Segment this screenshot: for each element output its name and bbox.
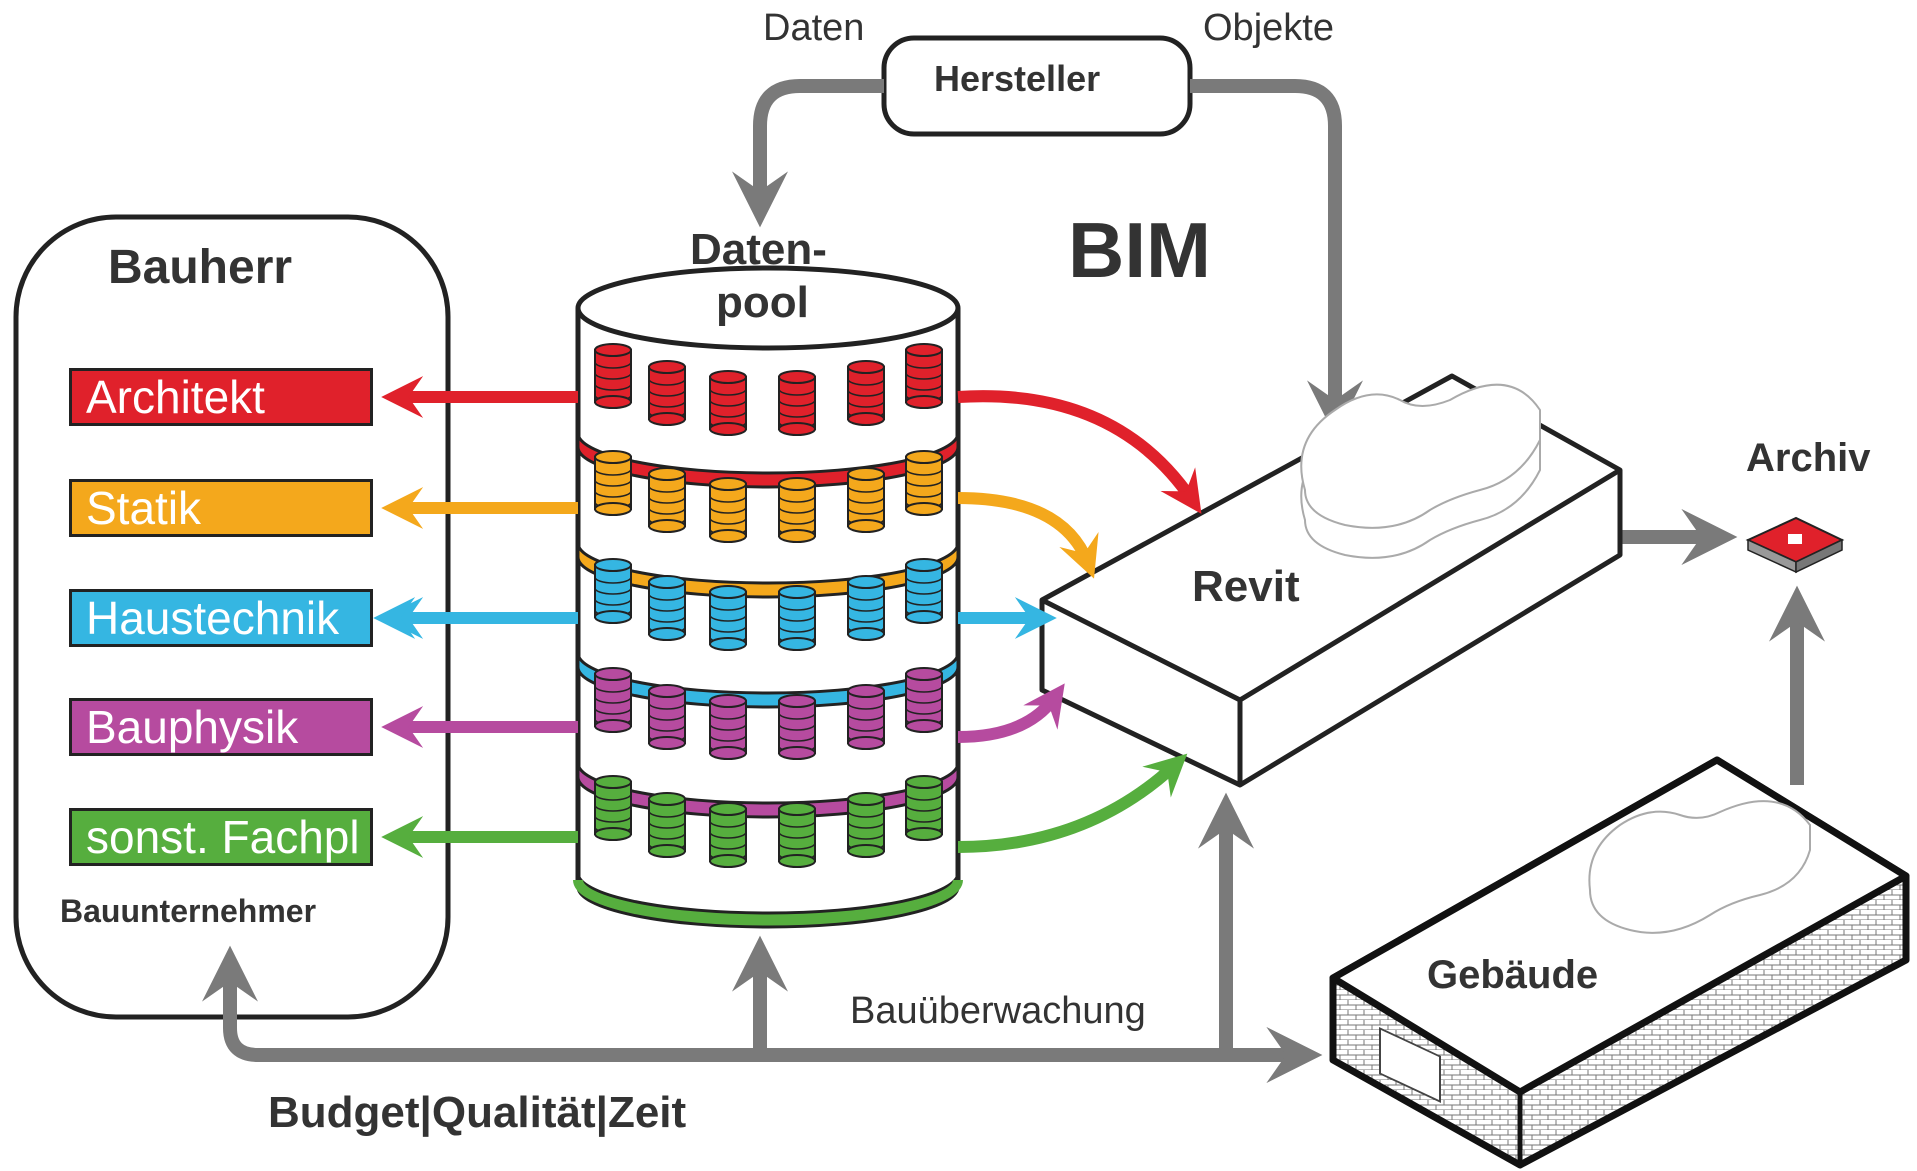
data-stack-icon — [778, 802, 816, 868]
data-stack-icon — [778, 585, 816, 651]
data-stack-icon — [648, 467, 686, 533]
discipline-label-bauphysik: Bauphysik — [69, 698, 373, 756]
daten-arrow — [732, 79, 884, 228]
data-stack-icon — [594, 667, 632, 733]
data-stack-icon — [594, 775, 632, 841]
revit-flow-arrow — [957, 390, 1202, 514]
daten-flow-label: Daten — [763, 7, 865, 49]
bottom-flow-arrow — [223, 990, 1323, 1083]
data-stack-icon — [709, 585, 747, 651]
discipline-label-haustechnik: Haustechnik — [69, 589, 373, 647]
objekte-arrow — [1190, 79, 1363, 437]
datenpool-top — [575, 265, 961, 351]
datenpool-label-line2: pool — [716, 278, 809, 327]
datenpool-label-line1: Daten- — [690, 225, 827, 274]
budget-qualitaet-zeit-label: Budget|Qualität|Zeit — [268, 1088, 687, 1137]
data-stack-icon — [847, 467, 885, 533]
revit-flow-arrow — [957, 683, 1065, 743]
data-stack-icon — [648, 575, 686, 641]
objekte-flow-label: Objekte — [1203, 7, 1334, 49]
data-stack-icon — [594, 450, 632, 516]
data-stack-icon — [709, 802, 747, 868]
data-stack-icon — [648, 684, 686, 750]
gebaeude-label: Gebäude — [1427, 953, 1599, 997]
datenpool-cylinder — [573, 265, 963, 929]
data-stack-icon — [778, 370, 816, 436]
datenpool-bottom-band — [573, 879, 963, 925]
data-stack-icon — [594, 558, 632, 624]
data-stack-icon — [847, 792, 885, 858]
discipline-label-sonst-fachpl: sonst. Fachpl — [69, 808, 373, 866]
revit-flow-arrow — [957, 492, 1099, 579]
data-stack-icon — [905, 667, 943, 733]
data-stack-icon — [905, 450, 943, 516]
bauueberwachung-label: Bauüberwachung — [850, 990, 1146, 1032]
gebaeude-model — [1329, 756, 1910, 1169]
data-stack-icon — [905, 343, 943, 409]
data-stack-icon — [778, 477, 816, 543]
data-stack-icon — [709, 477, 747, 543]
data-stack-icon — [709, 370, 747, 436]
data-stack-icon — [709, 694, 747, 760]
data-stack-icon — [905, 775, 943, 841]
discipline-label-architekt: Architekt — [69, 368, 373, 426]
bauunternehmer-label: Bauunternehmer — [60, 893, 317, 929]
bim-title: BIM — [1068, 206, 1211, 294]
data-stack-icon — [905, 558, 943, 624]
data-stack-icon — [847, 360, 885, 426]
data-stack-icon — [778, 694, 816, 760]
hersteller-label: Hersteller — [934, 58, 1101, 99]
bauherr-label: Bauherr — [108, 241, 293, 294]
data-stack-icon — [648, 792, 686, 858]
revit-label: Revit — [1192, 562, 1300, 611]
revit-flow-arrow — [957, 753, 1188, 853]
data-stack-icon — [648, 360, 686, 426]
discipline-label-statik: Statik — [69, 479, 373, 537]
data-stack-icon — [847, 684, 885, 750]
archiv-label: Archiv — [1746, 436, 1871, 480]
archiv-chip-icon — [1745, 516, 1845, 574]
data-stack-icon — [594, 343, 632, 409]
data-stack-icon — [847, 575, 885, 641]
